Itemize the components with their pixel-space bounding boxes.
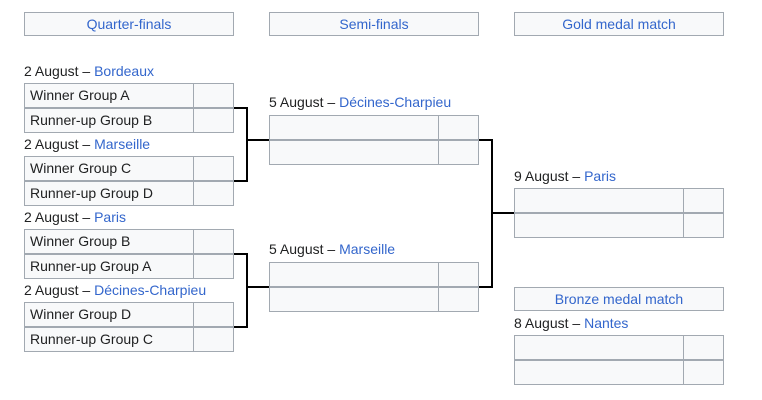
connector-qf1-qf2-to-sf1 xyxy=(234,107,269,182)
qf3-team2: Runner-up Group A xyxy=(30,258,152,274)
header-semifinals: Semi-finals xyxy=(269,12,479,36)
sf1-score1 xyxy=(438,116,478,139)
qf2-team1-row: Winner Group C xyxy=(24,156,234,181)
header-quarterfinals: Quarter-finals xyxy=(24,12,234,36)
qf4-team2-row: Runner-up Group C xyxy=(24,327,234,352)
bronze-team1-row xyxy=(514,335,724,360)
qf2-score1 xyxy=(193,157,233,180)
gold-score2 xyxy=(683,214,723,237)
gold-team2-row xyxy=(514,213,724,238)
qf4-venue-link[interactable]: Décines-Charpieu xyxy=(94,282,207,298)
sf2-separator: – xyxy=(323,241,340,257)
qf4-info: 2 August – Décines-Charpieu xyxy=(24,281,206,299)
sf2-info: 5 August – Marseille xyxy=(269,240,395,258)
bronze-score1 xyxy=(683,336,723,359)
sf1-team2-row xyxy=(269,140,479,165)
qf2-score2 xyxy=(193,182,233,205)
qf4-date: 2 August xyxy=(24,282,79,298)
gold-team1-row xyxy=(514,188,724,213)
sf2-venue-link[interactable]: Marseille xyxy=(339,241,396,257)
qf2-team1: Winner Group C xyxy=(30,160,132,176)
gold-date: 9 August xyxy=(514,168,569,184)
qf4-score2 xyxy=(193,328,233,351)
qf4-score1 xyxy=(193,303,233,326)
header-bronze-medal-match: Bronze medal match xyxy=(514,287,724,311)
qf2-venue-link[interactable]: Marseille xyxy=(94,136,151,152)
qf4-team2: Runner-up Group C xyxy=(30,331,153,347)
qf3-separator: – xyxy=(78,209,95,225)
sf2-team1-row xyxy=(269,262,479,287)
qf3-date: 2 August xyxy=(24,209,79,225)
sf2-date: 5 August xyxy=(269,241,324,257)
sf1-venue-link[interactable]: Décines-Charpieu xyxy=(339,94,452,110)
qf2-date: 2 August xyxy=(24,136,79,152)
sf1-team1-row xyxy=(269,115,479,140)
qf1-team2-row: Runner-up Group B xyxy=(24,108,234,133)
sf2-team2-row xyxy=(269,287,479,312)
qf1-info: 2 August – Bordeaux xyxy=(24,62,154,80)
bronze-separator: – xyxy=(568,315,585,331)
sf2-score1 xyxy=(438,263,478,286)
sf1-separator: – xyxy=(323,94,340,110)
qf4-team1: Winner Group D xyxy=(30,306,132,322)
qf2-separator: – xyxy=(78,136,95,152)
qf1-team1: Winner Group A xyxy=(30,87,130,103)
qf1-team2: Runner-up Group B xyxy=(30,112,153,128)
gold-separator: – xyxy=(568,168,585,184)
bronze-venue-link[interactable]: Nantes xyxy=(584,315,629,331)
gold-venue-link[interactable]: Paris xyxy=(584,168,616,184)
qf3-score1 xyxy=(193,230,233,253)
bronze-info: 8 August – Nantes xyxy=(514,314,628,332)
header-gold-medal-match: Gold medal match xyxy=(514,12,724,36)
sf1-date: 5 August xyxy=(269,94,324,110)
bronze-date: 8 August xyxy=(514,315,569,331)
qf2-team2: Runner-up Group D xyxy=(30,185,153,201)
qf3-info: 2 August – Paris xyxy=(24,208,126,226)
qf4-team1-row: Winner Group D xyxy=(24,302,234,327)
bronze-score2 xyxy=(683,361,723,384)
qf3-team1-row: Winner Group B xyxy=(24,229,234,254)
connector-sf1-sf2-to-gold xyxy=(479,139,514,288)
qf2-info: 2 August – Marseille xyxy=(24,135,150,153)
qf3-team2-row: Runner-up Group A xyxy=(24,254,234,279)
qf1-team1-row: Winner Group A xyxy=(24,83,234,108)
sf1-info: 5 August – Décines-Charpieu xyxy=(269,93,451,111)
qf1-venue-link[interactable]: Bordeaux xyxy=(94,63,155,79)
bronze-team2-row xyxy=(514,360,724,385)
qf1-date: 2 August xyxy=(24,63,79,79)
qf1-score2 xyxy=(193,109,233,132)
qf1-separator: – xyxy=(78,63,95,79)
qf3-venue-link[interactable]: Paris xyxy=(94,209,126,225)
gold-info: 9 August – Paris xyxy=(514,167,616,185)
sf1-score2 xyxy=(438,141,478,164)
sf2-score2 xyxy=(438,288,478,311)
connector-qf3-qf4-to-sf2 xyxy=(234,253,269,328)
qf2-team2-row: Runner-up Group D xyxy=(24,181,234,206)
qf3-score2 xyxy=(193,255,233,278)
qf3-team1: Winner Group B xyxy=(30,233,131,249)
qf4-separator: – xyxy=(78,282,95,298)
gold-score1 xyxy=(683,189,723,212)
qf1-score1 xyxy=(193,84,233,107)
